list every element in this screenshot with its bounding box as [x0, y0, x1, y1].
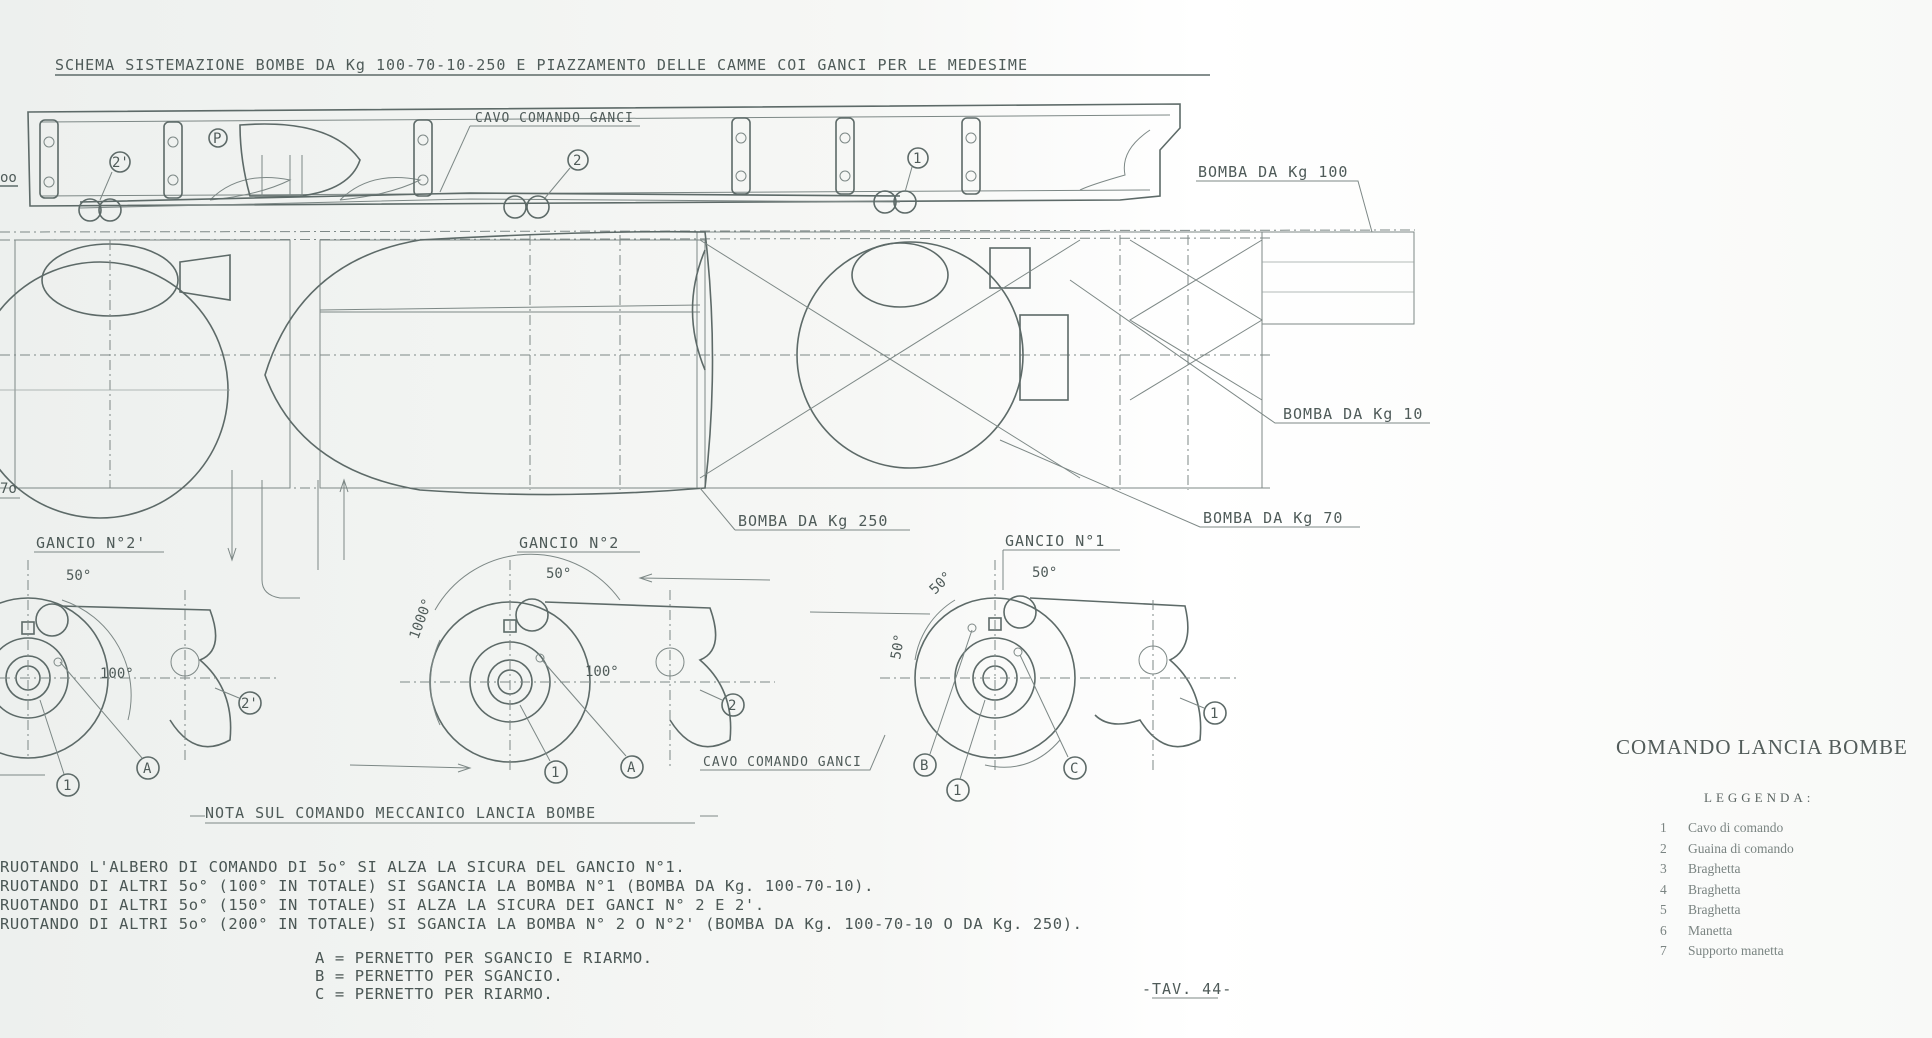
hook-1-marker: 1 [1210, 706, 1218, 722]
hook-title-2-prime: GANCIO N°2' [36, 534, 146, 552]
marker-p: P [213, 131, 221, 147]
legend-panel: COMANDO LANCIA BOMBE LEGGENDA: 1 Cavo di … [1600, 735, 1930, 964]
hook-2-angle-100: 100° [585, 664, 619, 680]
pulley-group: 2' 2 1 [78, 147, 929, 222]
hook-1-marker-c: C [1070, 761, 1078, 777]
hook-2-prime-marker-1: 1 [63, 778, 71, 794]
legend-item-text: Braghetta [1688, 861, 1741, 876]
label-bomb-kg10: BOMBA DA Kg 10 [1283, 405, 1423, 423]
note-line-1: RUOTANDO L'ALBERO DI COMANDO DI 5o° SI A… [0, 858, 685, 876]
mounting-lugs [39, 117, 981, 199]
marker-2-prime-top: 2' [112, 155, 129, 171]
label-bomb-kg70: BOMBA DA Kg 70 [1203, 509, 1343, 527]
legend-item-num: 3 [1660, 861, 1667, 876]
hook-1-angle-50-c: 50° [888, 633, 908, 661]
control-cable-top: CAVO COMANDO GANCI [79, 111, 901, 209]
key-line-b: B = PERNETTO PER SGANCIO. [315, 967, 563, 985]
hook-2-marker-1: 1 [551, 765, 559, 781]
legend-title: LEGGENDA: [1704, 790, 1815, 805]
key-line-c: C = PERNETTO PER RIARMO. [315, 985, 553, 1003]
legend-item-text: Cavo di comando [1688, 820, 1784, 835]
legend-item: 4 Braghetta [1660, 882, 1930, 903]
key-line-a: A = PERNETTO PER SGANCIO E RIARMO. [315, 949, 653, 967]
legend-item: 3 Braghetta [1660, 861, 1930, 882]
legend-item-text: Braghetta [1688, 881, 1741, 897]
hook-mechanism-1: 50° 50° 50° 1 B 1 C [809, 560, 1240, 802]
legend-item-num: 4 [1660, 881, 1667, 897]
label-bomb-kg100: BOMBA DA Kg 100 [1198, 163, 1348, 181]
legend-item-num: 5 [1660, 902, 1667, 917]
bomb-labels: BOMBA DA Kg 100 BOMBA DA Kg 10 BOMBA DA … [699, 163, 1430, 531]
note-line-4: RUOTANDO DI ALTRI 5o° (200° IN TOTALE) S… [0, 915, 1083, 933]
legend-item-num: 2 [1660, 840, 1667, 856]
release-mechanism: P [208, 123, 361, 197]
hook-mechanism-2: 50° 1000° 100° 2 1 A [349, 553, 775, 784]
drawing-title: SCHEMA SISTEMAZIONE BOMBE DA Kg 100-70-1… [55, 56, 1028, 74]
hook-2-prime-marker-a: A [143, 761, 152, 777]
cable-arrows [227, 470, 349, 599]
legend-item: 6 Manetta [1660, 923, 1930, 944]
note-line-3: RUOTANDO DI ALTRI 5o° (150° IN TOTALE) S… [0, 896, 765, 914]
hook-2-prime-angle-50: 50° [66, 568, 91, 584]
hook-1-angle-50-b: 50° [1032, 565, 1057, 581]
edge-fragment-100: oo [0, 170, 17, 186]
bomb-100 [264, 230, 714, 496]
legend-item-num: 6 [1660, 922, 1667, 938]
note-title: NOTA SUL COMANDO MECCANICO LANCIA BOMBE [205, 804, 596, 822]
hook-2-prime-angle-100: 100° [100, 666, 134, 682]
legend-item: 5 Braghetta [1660, 902, 1930, 923]
edge-fragment-70: 7o [0, 481, 17, 497]
legend-item: 2 Guaina di comando [1660, 841, 1930, 862]
legend-item: 1 Cavo di comando [1660, 820, 1930, 841]
panel-title: COMANDO LANCIA BOMBE [1616, 735, 1908, 759]
bomb-bay [0, 229, 1416, 489]
marker-p-circle [208, 128, 228, 148]
hook-2-marker: 2 [728, 698, 736, 714]
label-bomb-kg250: BOMBA DA Kg 250 [738, 512, 888, 530]
hook-2-marker-a: A [627, 760, 636, 776]
bomb-70 [699, 235, 1263, 490]
legend-item-num: 1 [1660, 820, 1667, 835]
hook-1-angle-50-a: 50° [927, 569, 956, 598]
hook-mechanism-2-prime: 50° 100° 2' 1 A [0, 560, 280, 797]
hook-1-marker-b: B [920, 758, 928, 774]
hook-2-prime-marker: 2' [241, 696, 258, 712]
cable-label-bottom: CAVO COMANDO GANCI [703, 755, 862, 770]
hook-title-2: GANCIO N°2 [519, 534, 619, 552]
marker-2-top: 2 [573, 153, 581, 169]
legend-item-text: Braghetta [1688, 902, 1741, 917]
cable-label-top: CAVO COMANDO GANCI [475, 111, 634, 126]
hook-title-1: GANCIO N°1 [1005, 532, 1105, 550]
plate-number: -TAV. 44- [1142, 980, 1232, 998]
legend-item-text: Supporto manetta [1688, 943, 1784, 958]
bomb-250: 7o [0, 240, 231, 519]
hook-2-angle-1000: 1000° [407, 596, 436, 641]
marker-1-top: 1 [913, 151, 921, 167]
legend-item-text: Guaina di comando [1688, 840, 1794, 856]
note-line-2: RUOTANDO DI ALTRI 5o° (100° IN TOTALE) S… [0, 877, 874, 895]
legend-item: 7 Supporto manetta [1660, 943, 1930, 964]
legend-item-text: Manetta [1688, 922, 1733, 938]
legend-item-num: 7 [1660, 943, 1667, 958]
hook-1-marker-1: 1 [953, 783, 961, 799]
hook-2-angle-50: 50° [546, 566, 571, 582]
